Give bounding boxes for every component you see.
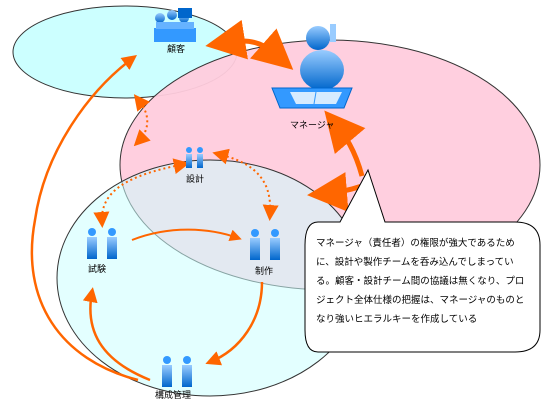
config-to-customer-arrow — [30, 55, 139, 382]
customer-design-dotted-arrow — [133, 94, 151, 147]
test-people-icon — [87, 228, 117, 259]
note-line: ジェクト全体仕様の把握は、マネージャのものと — [316, 295, 525, 306]
test-label: 試験 — [88, 263, 106, 275]
manager-person-icon — [271, 24, 353, 109]
design-label: 設計 — [186, 173, 204, 185]
design-production-dotted-arrow — [212, 148, 279, 221]
note-line: に、設計や製作チームを呑み込んでしまってい — [316, 257, 514, 268]
note-line: る。顧客・設計チーム間の協議は無くなり、プロ — [316, 276, 525, 287]
customer-manager-arrow — [205, 19, 294, 70]
customer-label: 顧客 — [167, 43, 185, 55]
note-line: マネージャ（責任者）の権限が強大であるため — [316, 238, 515, 249]
production-to-config-arrow — [205, 281, 264, 366]
design-people-icon — [186, 147, 203, 168]
manager-note-arrow — [324, 110, 366, 177]
note-text: マネージャ（責任者）の権限が強大であるため に、設計や製作チームを呑み込んでしま… — [316, 234, 534, 329]
note-line: なり強いヒエラルキーを作成している — [316, 314, 478, 325]
manager-label: マネージャ — [290, 120, 334, 131]
config-people-icon — [162, 356, 192, 387]
production-people-icon — [250, 229, 280, 260]
note-callout-shape — [304, 168, 541, 353]
design-test-dotted-arrow — [93, 158, 190, 228]
config-label: 構成管理 — [155, 389, 191, 401]
test-to-production-arrow — [131, 228, 242, 241]
customer-people-icon — [154, 8, 196, 42]
production-label: 制作 — [255, 265, 273, 277]
config-to-test-arrow — [82, 287, 151, 382]
